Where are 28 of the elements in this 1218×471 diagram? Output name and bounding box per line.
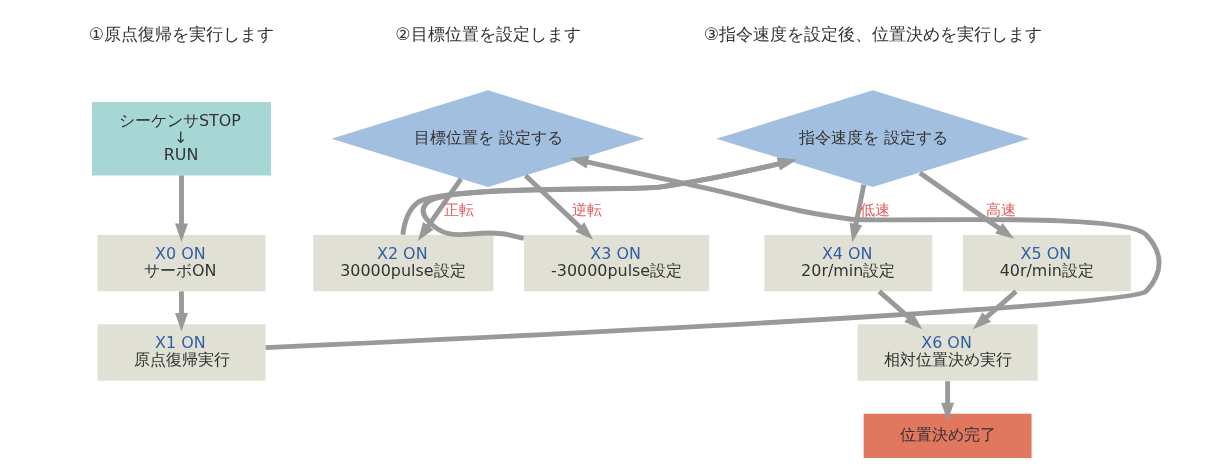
node-box: 位置決め完了 xyxy=(863,413,1032,458)
node-box: X3 ON -30000pulse設定 xyxy=(524,234,710,292)
node-box: X6 ON 相対位置決め実行 xyxy=(857,324,1038,381)
label: ①原点復帰を実行します xyxy=(88,23,275,44)
edge-label: 高速 xyxy=(985,200,1016,218)
node-diamond: 目標位置を 設定する xyxy=(331,90,645,188)
arrow xyxy=(265,155,1161,351)
node-box: シーケンサSTOP ↓ RUN xyxy=(92,101,271,176)
arrow xyxy=(941,381,955,422)
node-diamond: 指令速度を 設定する xyxy=(716,90,1030,188)
label: ②目標位置を設定します xyxy=(395,23,581,44)
node-box: X0 ON サーボON xyxy=(97,234,266,292)
label: ③指令速度を設定後、位置決めを実行します xyxy=(703,23,1043,44)
node-box: X5 ON 40r/min設定 xyxy=(962,234,1131,292)
node-box: X2 ON 30000pulse設定 xyxy=(313,234,494,292)
node-box: X1 ON 原点復帰実行 xyxy=(97,324,266,381)
arrow xyxy=(175,291,188,332)
arrow xyxy=(523,173,594,240)
node-box: X4 ON 20r/min設定 xyxy=(764,234,933,292)
arrow xyxy=(972,289,1018,330)
edge-label: 低速 xyxy=(859,200,890,218)
arrow xyxy=(918,170,1015,239)
arrow xyxy=(877,289,923,330)
arrow xyxy=(417,177,463,241)
edge-label: 逆転 xyxy=(571,200,602,218)
edge-label: 正転 xyxy=(444,200,475,218)
arrow xyxy=(175,175,188,242)
arrow xyxy=(849,184,867,243)
